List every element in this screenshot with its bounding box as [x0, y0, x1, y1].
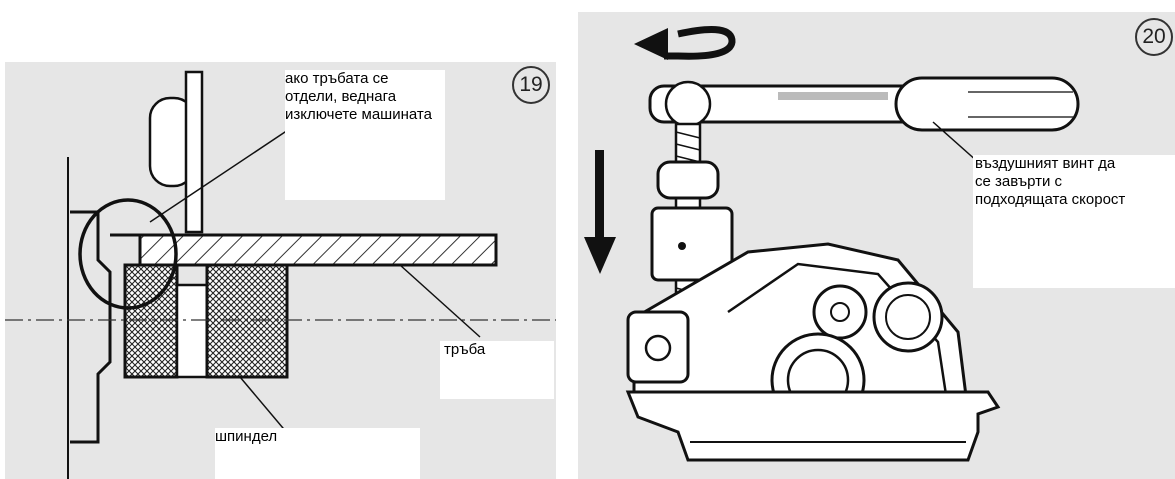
figure-number-20: 20 [1135, 18, 1173, 56]
ratchet-wrench [648, 76, 1080, 132]
figure-19-drawing [5, 62, 556, 479]
callout-detach: ако тръбата се отдели, веднага изключете… [285, 70, 445, 200]
rotate-arrow-icon [634, 26, 736, 60]
figure-number-19: 19 [512, 66, 550, 104]
roller-axle [184, 70, 204, 234]
label-pipe: тръба [440, 341, 554, 399]
pipe-flaring-machine [625, 242, 1001, 462]
callout-screw: въздушният винт да се завърти с подходящ… [973, 155, 1175, 288]
pipe-section [138, 233, 498, 267]
detail-circle [78, 198, 178, 310]
down-arrow-icon [584, 150, 616, 274]
label-spindle: шпиндел [215, 428, 420, 479]
threaded-spindle [650, 122, 734, 316]
spindle-block-right [205, 263, 289, 379]
figure-19-panel: ако тръбата се отдели, веднага изключете… [0, 62, 556, 479]
figure-20-panel: 20 въздушният винт да се завърти с подхо… [578, 12, 1175, 479]
